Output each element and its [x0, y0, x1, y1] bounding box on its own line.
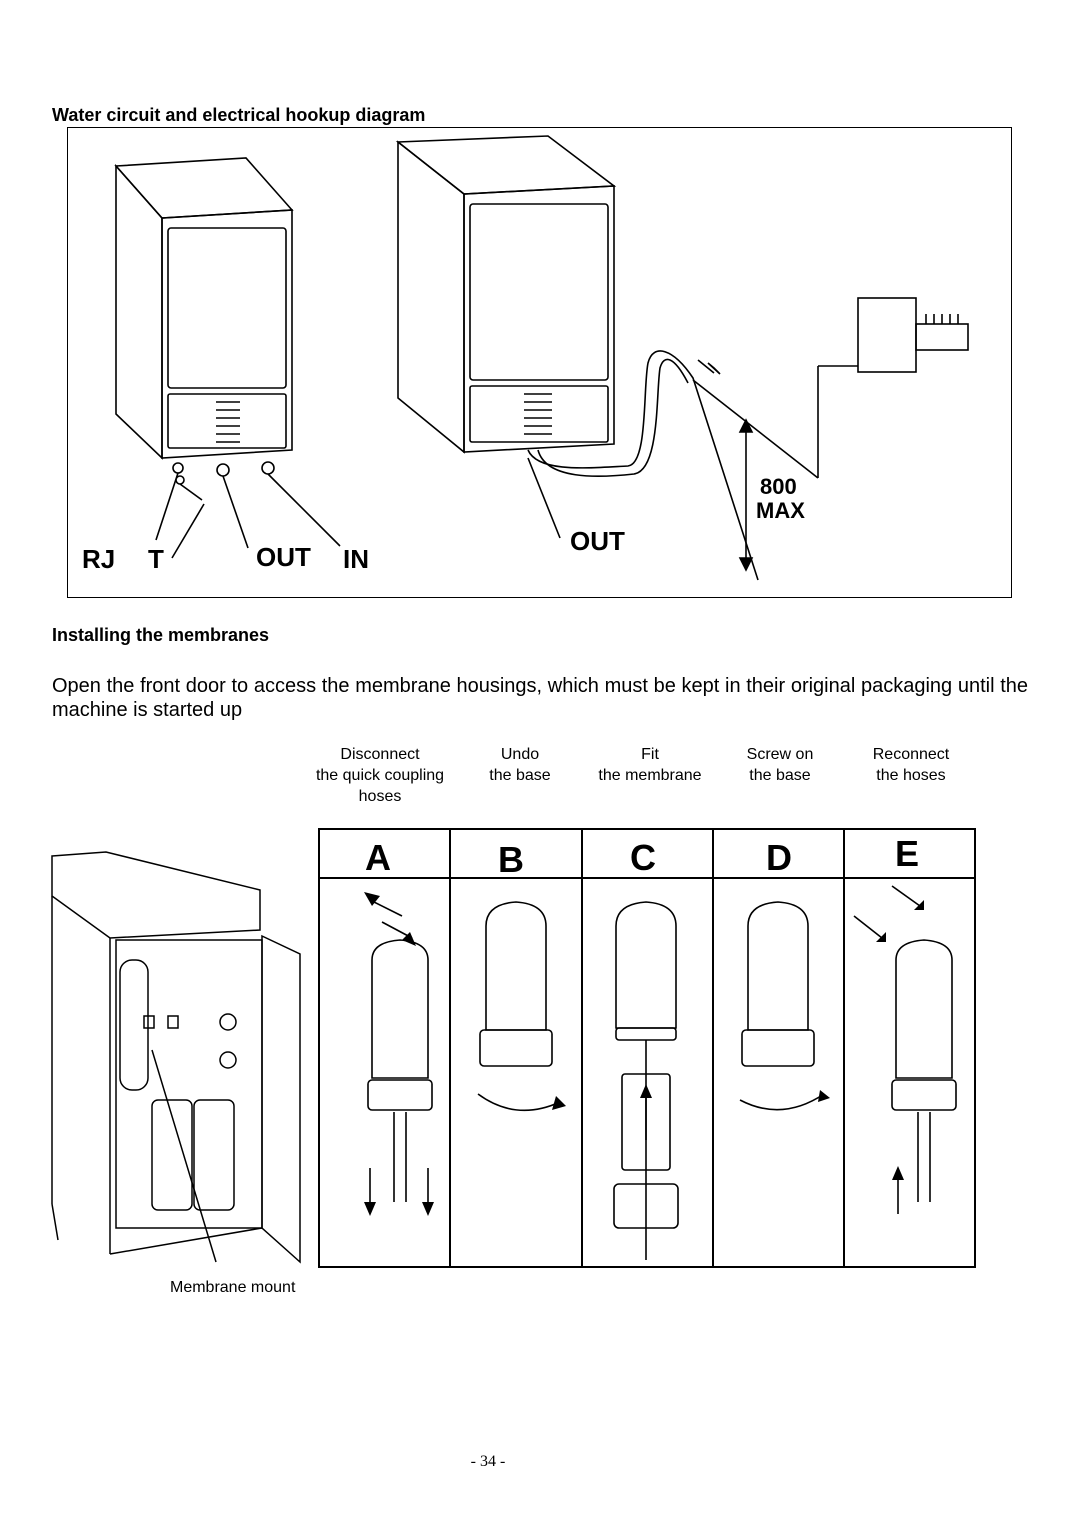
step-caption-b: Undo the base	[489, 746, 551, 784]
membrane-steps-panel: A B C D E	[318, 828, 976, 1268]
label-max-unit: MAX	[756, 498, 805, 523]
step-caption-e: Reconnect the hoses	[872, 746, 950, 784]
label-out-right: OUT	[570, 526, 625, 556]
section-heading-membranes: Installing the membranes	[52, 625, 270, 645]
step-letter-b: B	[498, 839, 524, 880]
instruction-paragraph: Open the front door to access the membra…	[52, 675, 1028, 721]
label-t: T	[148, 544, 164, 574]
step-letter-e: E	[895, 833, 919, 874]
step-letter-d: D	[766, 837, 792, 878]
step-caption-a: Disconnect the quick coupling hoses	[315, 746, 445, 805]
step-letter-a: A	[365, 837, 391, 878]
label-rj: RJ	[82, 544, 115, 574]
membrane-mount-label: Membrane mount	[170, 1279, 296, 1296]
step-letter-c: C	[630, 837, 656, 878]
label-max-value: 800	[760, 474, 797, 499]
step-caption-c: Fit the membrane	[598, 746, 702, 784]
water-circuit-illustration: RJ T OUT IN OUT 800 MAX	[82, 135, 969, 581]
machine-open-door-illustration	[48, 850, 310, 1270]
label-out-left: OUT	[256, 542, 311, 572]
section-heading-water-circuit: Water circuit and electrical hookup diag…	[52, 105, 426, 125]
left-machine-top	[114, 157, 294, 219]
page-number: - 34 -	[470, 1453, 506, 1470]
step-caption-d: Screw on the base	[746, 746, 814, 784]
label-in: IN	[343, 544, 369, 574]
water-circuit-diagram: RJ T OUT IN OUT 800 MAX	[67, 127, 1012, 598]
